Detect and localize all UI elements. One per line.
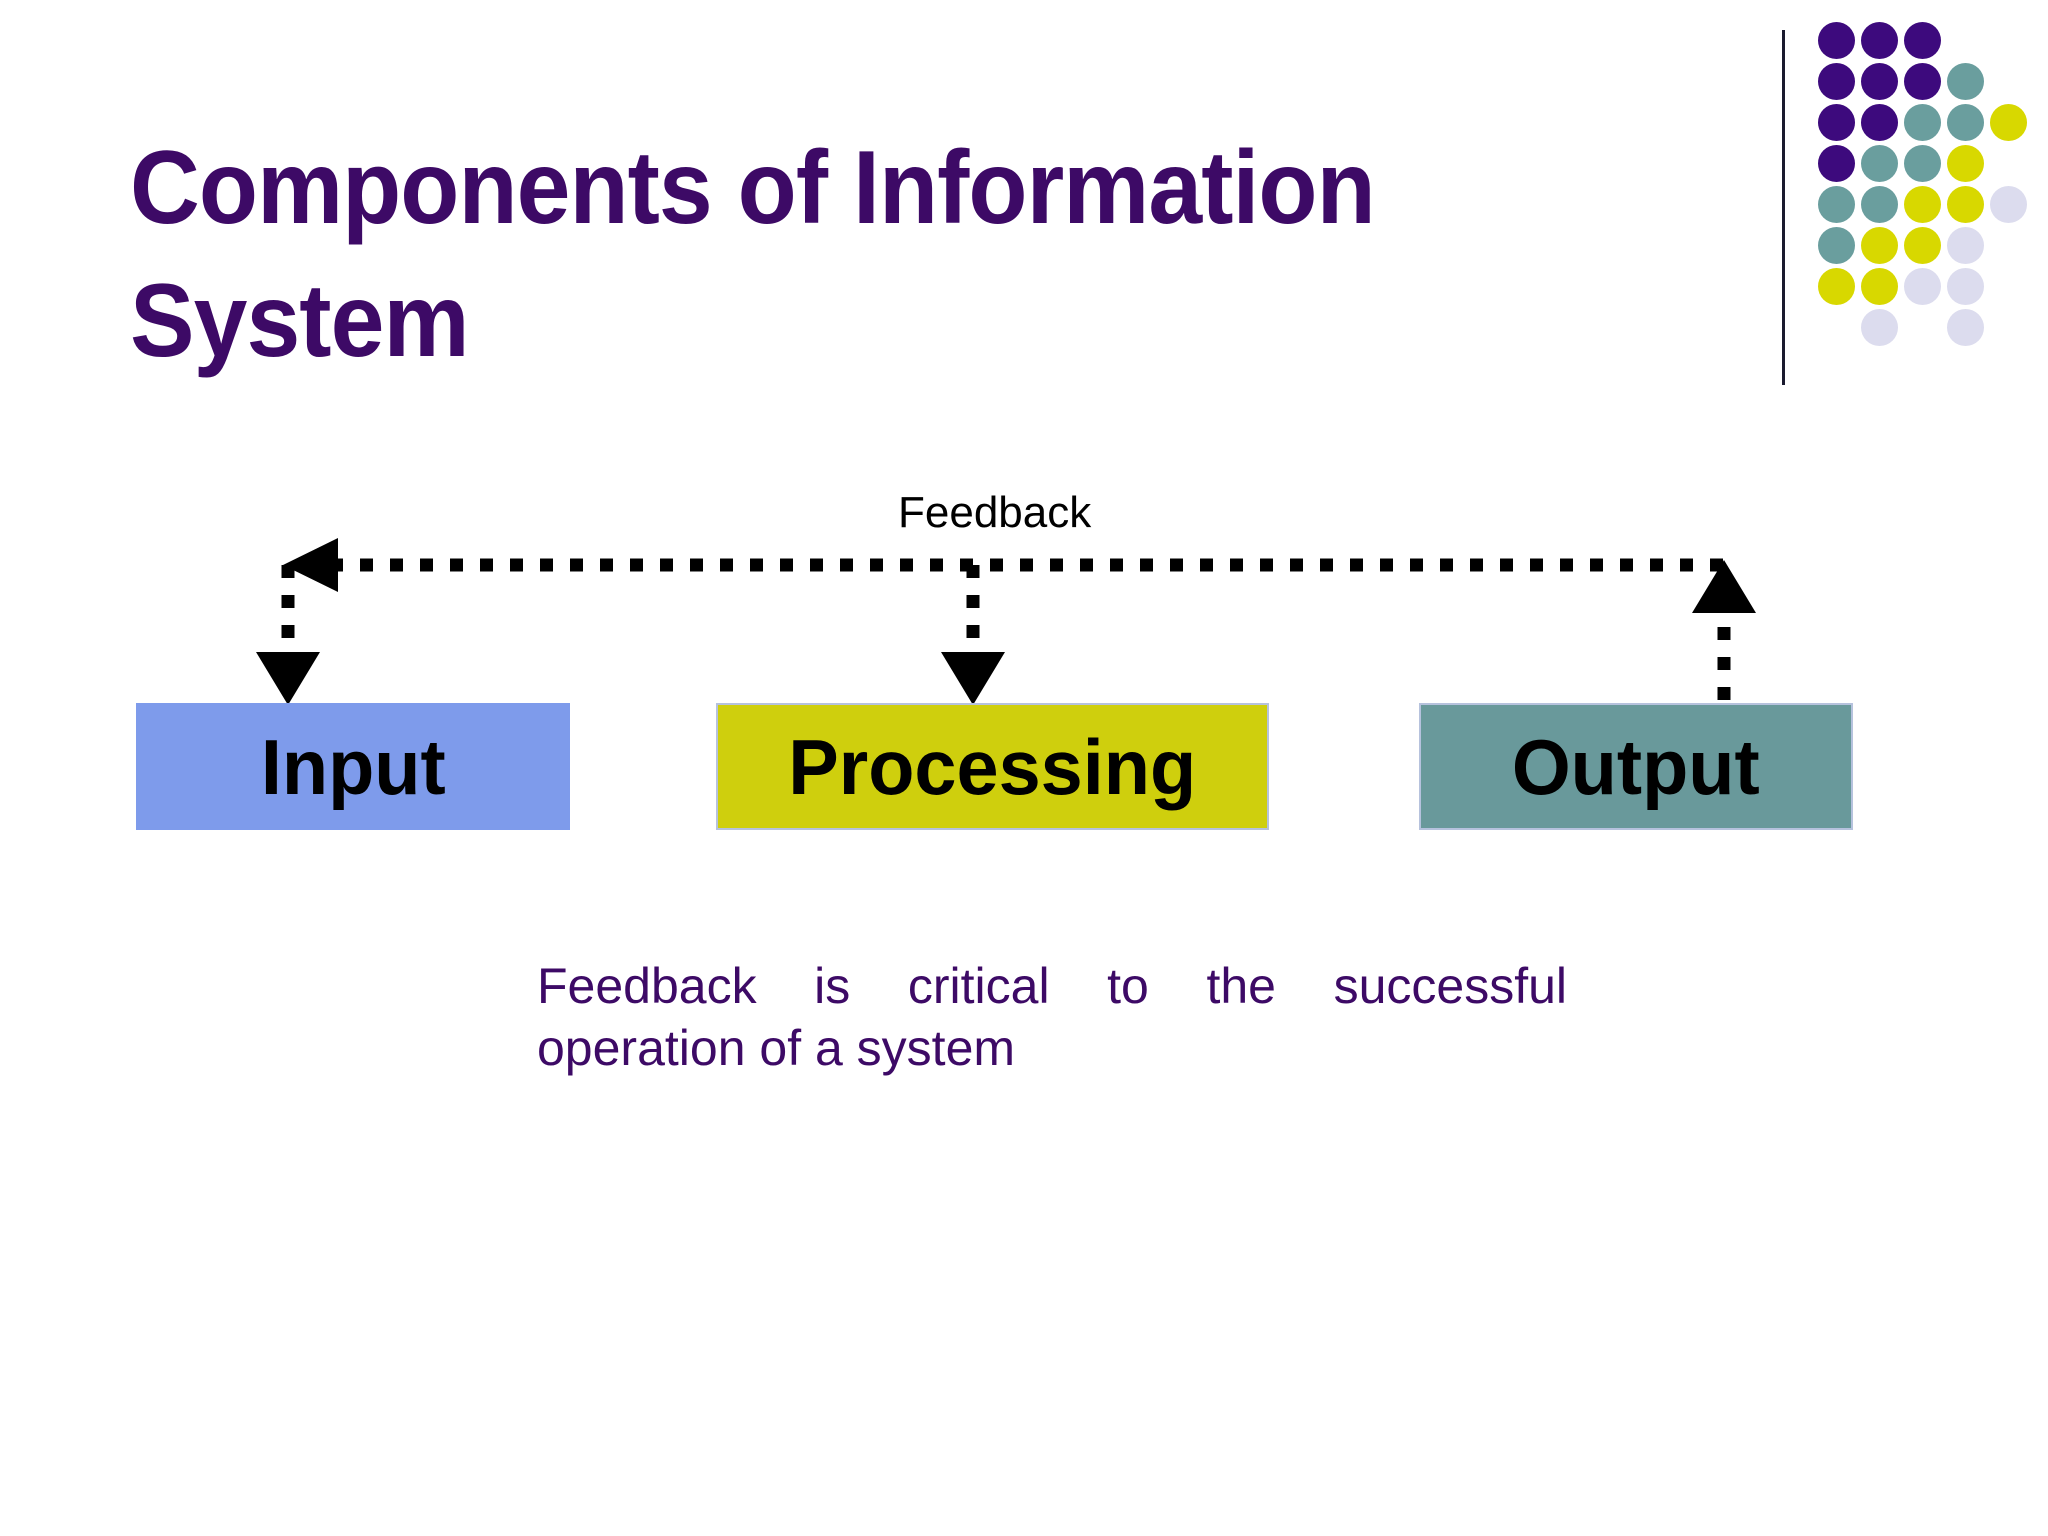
- dot-r4c1: [1818, 145, 1855, 182]
- dot-r3c3: [1904, 104, 1941, 141]
- dot-r6c4: [1947, 227, 1984, 264]
- dot-r1c5: [1990, 22, 2027, 59]
- dot-r3c2: [1861, 104, 1898, 141]
- dot-r8c1: [1818, 309, 1855, 346]
- dot-r2c1: [1818, 63, 1855, 100]
- dot-r5c4: [1947, 186, 1984, 223]
- dot-r2c3: [1904, 63, 1941, 100]
- dot-r1c2: [1861, 22, 1898, 59]
- dot-r2c2: [1861, 63, 1898, 100]
- dot-matrix-row: [1818, 145, 2038, 186]
- process-box-processing[interactable]: Processing: [716, 703, 1269, 830]
- dot-r4c3: [1904, 145, 1941, 182]
- slide-caption: Feedback is critical to the successful o…: [537, 955, 1567, 1079]
- dot-r8c2: [1861, 309, 1898, 346]
- process-box-output[interactable]: Output: [1419, 703, 1853, 830]
- dot-r1c3: [1904, 22, 1941, 59]
- dot-matrix-row: [1818, 22, 2038, 63]
- caption-line-2: operation of a system: [537, 1020, 1016, 1076]
- arrowhead-down-processing-icon: [941, 652, 1005, 705]
- dot-r1c1: [1818, 22, 1855, 59]
- dot-r6c1: [1818, 227, 1855, 264]
- dot-matrix-row: [1818, 104, 2038, 145]
- dot-r7c1: [1818, 268, 1855, 305]
- dot-matrix-row: [1818, 186, 2038, 227]
- dot-r7c4: [1947, 268, 1984, 305]
- dot-r8c4: [1947, 309, 1984, 346]
- dot-r4c2: [1861, 145, 1898, 182]
- dot-matrix-decoration: [1818, 22, 2038, 362]
- dot-r6c3: [1904, 227, 1941, 264]
- dot-r2c5: [1990, 63, 2027, 100]
- dot-r1c4: [1947, 22, 1984, 59]
- dot-r7c5: [1990, 268, 2027, 305]
- page-title: Components of Information System: [130, 129, 1376, 379]
- dot-r5c1: [1818, 186, 1855, 223]
- header-divider-rule: [1782, 30, 1785, 385]
- process-box-input-label: Input: [260, 722, 446, 811]
- arrowhead-up-output-icon: [1692, 560, 1756, 613]
- dot-r3c1: [1818, 104, 1855, 141]
- dot-r6c5: [1990, 227, 2027, 264]
- dot-r5c5: [1990, 186, 2027, 223]
- arrowhead-left-icon: [283, 538, 338, 592]
- dot-r2c4: [1947, 63, 1984, 100]
- dot-r7c2: [1861, 268, 1898, 305]
- process-box-processing-label: Processing: [788, 722, 1197, 811]
- dot-r4c5: [1990, 145, 2027, 182]
- dot-r8c3: [1904, 309, 1941, 346]
- dot-r5c2: [1861, 186, 1898, 223]
- dot-r7c3: [1904, 268, 1941, 305]
- arrowhead-down-input-icon: [256, 652, 320, 705]
- dot-matrix-row: [1818, 227, 2038, 268]
- dot-matrix-row: [1818, 268, 2038, 309]
- dot-r6c2: [1861, 227, 1898, 264]
- dot-r5c3: [1904, 186, 1941, 223]
- dot-matrix-row: [1818, 63, 2038, 104]
- feedback-label: Feedback: [898, 488, 1092, 537]
- dot-matrix-row: [1818, 309, 2038, 350]
- dot-r4c4: [1947, 145, 1984, 182]
- dot-r3c5: [1990, 104, 2027, 141]
- process-box-output-label: Output: [1512, 722, 1760, 811]
- dot-r8c5: [1990, 309, 2027, 346]
- process-box-input[interactable]: Input: [136, 703, 570, 830]
- dot-r3c4: [1947, 104, 1984, 141]
- caption-line-1: Feedback is critical to the successful: [537, 958, 1567, 1014]
